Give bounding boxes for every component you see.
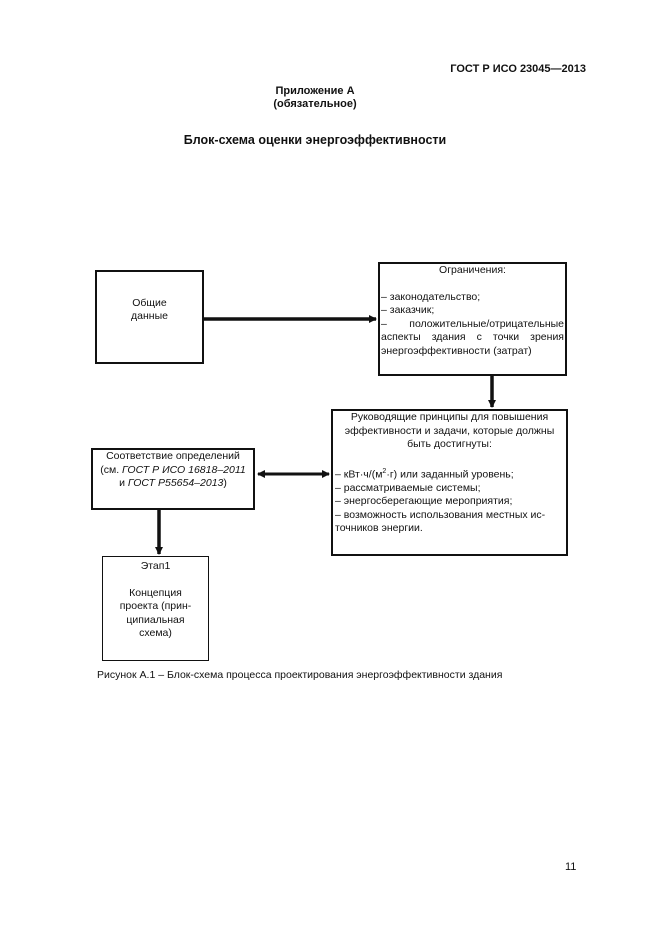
page-number: 11	[565, 861, 577, 873]
guide-heading-3: быть достигнуты:	[407, 438, 492, 450]
stage-line-2: проекта (прин-	[119, 600, 192, 612]
annex-heading: Приложение А (обязательное)	[220, 85, 410, 111]
guide-item-1-sup: 2	[382, 467, 387, 475]
limits-item-4: аспекты здания с точки зрения	[381, 331, 564, 343]
guide-heading-1: Руководящие принципы для повышения	[350, 411, 549, 423]
general-line-2: данные	[131, 310, 168, 322]
guide-item-1: – кВт·ч/(м2·г) или заданный уровень;	[335, 465, 564, 482]
stage-line-3: ципиальная	[126, 613, 185, 626]
limits-item-1: – законодательство;	[381, 290, 481, 303]
limits-item-5: энергоэффективности (затрат)	[381, 344, 532, 357]
annex-status: (обязательное)	[273, 98, 357, 110]
guide-item-1-pre: – кВт·ч/(м	[335, 468, 383, 480]
conform-line-2: (см. ГОСТ Р ИСО 16818–2011	[95, 464, 251, 478]
definitions-box: Соответствие определений (см. ГОСТ Р ИСО…	[91, 448, 255, 510]
general-line-1: Общие	[132, 296, 167, 309]
figure-caption: Рисунок А.1 – Блок-схема процесса проект…	[97, 669, 503, 681]
stage-label: Этап1	[140, 560, 171, 572]
limits-heading: Ограничения:	[439, 264, 506, 276]
conform-line-2-pre: (см.	[100, 463, 123, 476]
standard-designation: ГОСТ Р ИСО 23045—2013	[450, 63, 586, 75]
guide-item-3: – энергосберегающие мероприятия;	[335, 495, 513, 507]
guide-item-2: – рассматриваемые системы;	[335, 481, 481, 494]
stage-line-1: Концепция	[129, 586, 182, 599]
limits-item-3: – положительные/отрицательные	[381, 317, 564, 330]
guidelines-box: Руководящие принципы для повышения эффек…	[331, 409, 568, 556]
stage-box: Этап1 Концепция проекта (прин- ципиальна…	[102, 556, 209, 661]
conform-line-3: и ГОСТ Р55654–2013)	[95, 477, 251, 491]
guide-item-4b: точников энергии.	[335, 522, 423, 534]
general-data-box: Общие данные	[95, 270, 204, 364]
guide-heading-2: эффективности и задачи, которые должны	[344, 424, 555, 437]
guide-item-1-post: ·г) или заданный уровень;	[386, 468, 514, 480]
annex-title: Приложение А	[275, 85, 355, 97]
conform-ref-2: ГОСТ Р55654–2013	[127, 477, 224, 489]
stage-line-4: схема)	[139, 627, 172, 639]
guide-item-4a: – возможность использования местных ис-	[335, 508, 546, 521]
conform-line-3-post: )	[223, 477, 227, 489]
conform-ref-1: ГОСТ Р ИСО 16818–2011	[122, 463, 246, 476]
limits-box: Ограничения: – законодательство; – заказ…	[378, 262, 567, 376]
conform-line-1: Соответствие определений	[106, 450, 240, 462]
section-title: Блок-схема оценки энергоэффективности	[183, 133, 447, 147]
conform-line-3-pre: и	[119, 477, 128, 489]
limits-item-2: – заказчик;	[381, 304, 435, 316]
